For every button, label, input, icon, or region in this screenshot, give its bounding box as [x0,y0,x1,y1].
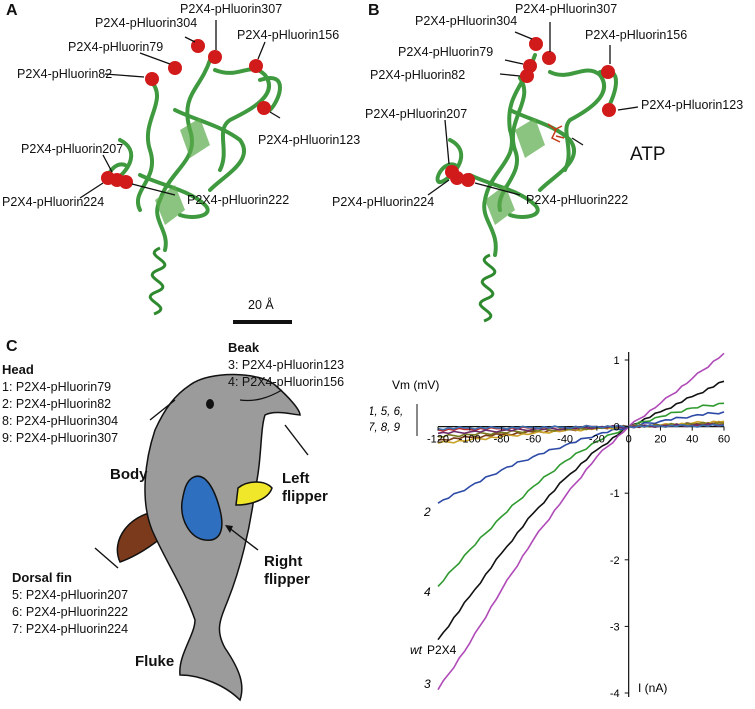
x-tick-label: 0 [626,434,632,446]
left-flipper-label-2: flipper [282,488,328,505]
x-tick-label: -120 [427,434,449,446]
head-item-1: 1: P2X4-pHluorin79 [2,380,112,394]
dolphin-eye [206,399,214,409]
panel-b-structure [427,22,639,323]
label-b-p207: P2X4-pHluorin207 [365,107,468,121]
dorsal-item-3: 7: P2X4-pHluorin224 [12,622,129,636]
right-flipper-label-2: flipper [264,571,310,588]
curve-label-group-2: 7, 8, 9 [370,422,401,434]
right-flipper-label-1: Right [264,553,303,570]
dolphin-body-shape [144,373,301,702]
x-tick-label: -60 [525,434,541,446]
x-tick-label: -80 [494,434,510,446]
mutation-site-spheres [101,39,271,189]
curve-label-group-1: 1, 5, 6, [370,406,403,418]
x-tick-label: -20 [589,434,605,446]
panel-letter-c: C [6,338,18,355]
beak-title: Beak [228,340,260,355]
panel-letter-a: A [6,2,18,19]
label-a-p304: P2X4-pHluorin304 [95,16,198,30]
curve-label-wt-plain: P2X4 [427,643,457,657]
label-b-p224: P2X4-pHluorin224 [332,195,435,209]
chart-xlabel: Vm (mV) [392,378,439,392]
series-line-9 [437,423,725,431]
chart-series-layer [437,352,725,691]
dolphin-schematic [94,373,309,702]
x-tick-label: -40 [557,434,573,446]
dorsal-item-2: 6: P2X4-pHluorin222 [12,605,129,619]
panel-a-structure [79,20,292,324]
scale-bar-label: 20 Å [248,298,274,312]
label-b-atp: ATP [630,144,666,165]
y-tick-label: -4 [610,688,620,700]
series-line-3 [437,352,725,691]
x-tick-label: 40 [686,434,698,446]
label-b-p79: P2X4-pHluorin79 [398,45,494,59]
label-b-p222: P2X4-pHluorin222 [526,193,629,207]
curve-label-4: 4 [424,585,431,599]
fluke-label: Fluke [135,653,175,670]
beak-item-2: 4: P2X4-pHluorin156 [228,375,345,389]
label-a-p207: P2X4-pHluorin207 [21,142,124,156]
left-flipper-label-1: Left [282,470,310,487]
series-line-4 [437,402,725,587]
head-item-2: 2: P2X4-pHluorin82 [2,397,112,411]
head-item-4: 9: P2X4-pHluorin307 [2,431,119,445]
y-tick-label: 1 [614,355,620,367]
body-patch-shape [181,475,223,541]
curve-label-3: 3 [424,677,431,691]
head-item-3: 8: P2X4-pHluorin304 [2,414,119,428]
x-tick-label: -100 [459,434,481,446]
y-tick-label: -1 [610,488,620,500]
label-b-p156: P2X4-pHluorin156 [585,28,688,42]
chart-ylabel: I (nA) [638,681,667,695]
curve-label-wt-italic: wt [410,643,423,657]
y-tick-label: -3 [610,621,620,633]
mutation-site-spheres [445,37,616,187]
series-line-6 [437,420,725,445]
label-b-p123: P2X4-pHluorin123 [641,98,744,112]
series-line-2 [437,411,725,504]
head-title: Head [2,362,34,377]
iv-chart: -120 -100 -80 -60 -40 -20 0 20 40 60 1 0 -1 -2 -3 -4 Vm… [370,352,730,700]
label-a-p222: P2X4-pHluorin222 [187,193,290,207]
label-a-p123: P2X4-pHluorin123 [258,133,361,147]
left-flipper-shape [235,481,273,506]
label-b-p307: P2X4-pHluorin307 [515,2,618,16]
chart-tick-layer: -120 -100 -80 -60 -40 -20 0 20 40 60 1 0 -1 -2 -3 -4 [427,355,730,700]
y-tick-label: -2 [610,555,620,567]
series-line-wt-p2x4 [437,380,725,641]
label-a-p79: P2X4-pHluorin79 [68,40,164,54]
atp-molecule [547,123,565,143]
label-a-p82: P2X4-pHluorin82 [17,67,113,81]
label-a-p156: P2X4-pHluorin156 [237,28,340,42]
curve-label-2: 2 [423,505,431,519]
dorsal-fin-title: Dorsal fin [12,570,72,585]
body-label: Body [110,466,148,483]
label-b-p304: P2X4-pHluorin304 [415,14,518,28]
label-a-p307: P2X4-pHluorin307 [180,2,283,16]
y-tick-label: 0 [614,422,620,434]
x-tick-label: 20 [654,434,666,446]
label-b-p82: P2X4-pHluorin82 [370,68,466,82]
beak-item-1: 3: P2X4-pHluorin123 [228,358,345,372]
x-tick-label: 60 [718,434,730,446]
label-a-p224: P2X4-pHluorin224 [2,195,105,209]
dorsal-item-1: 5: P2X4-pHluorin207 [12,588,129,602]
panel-letter-b: B [368,2,380,19]
